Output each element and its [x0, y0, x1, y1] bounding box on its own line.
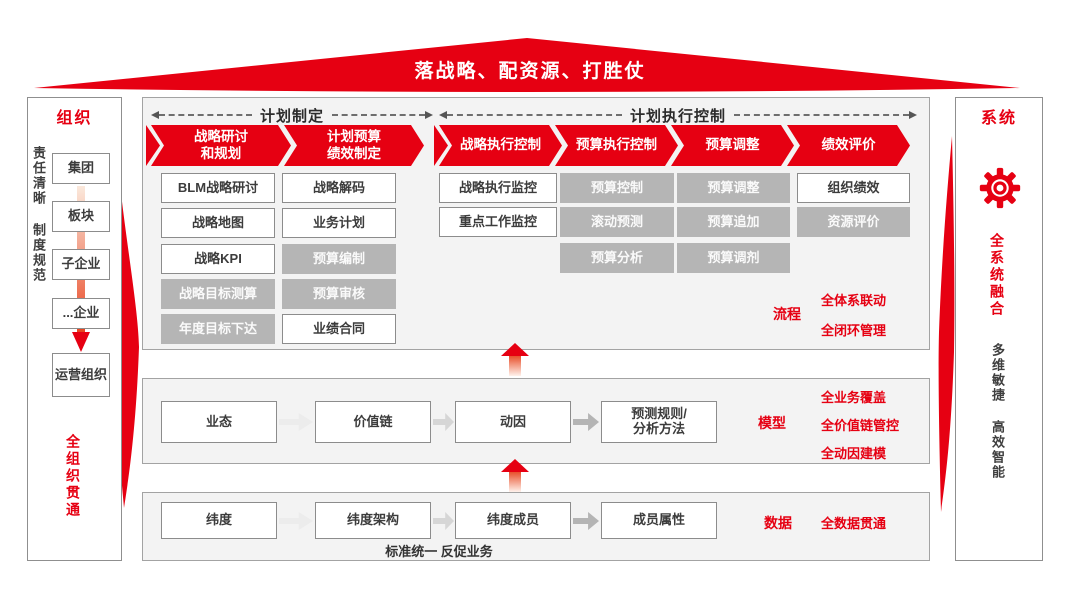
flow-arrow-icon: [573, 413, 599, 431]
plan-section-title: 计划制定: [260, 107, 325, 125]
process-item: 重点工作监控: [439, 207, 557, 237]
org-level-box: 子企业: [52, 249, 110, 280]
up-arrow-icon: [501, 459, 529, 492]
process-item: 预算编制: [282, 244, 396, 274]
process-tag-label: 流程: [773, 306, 801, 322]
process-band: 计划制定 计划执行控制 战略研讨 和规划 计划预算 绩效制定 战略执行控制 预算…: [142, 97, 930, 350]
dashed-line: [159, 114, 252, 116]
exec-section-title: 计划执行控制: [630, 107, 727, 125]
roof-banner-shape: [34, 38, 1020, 92]
flow-arrow-icon: [573, 512, 599, 530]
dashed-arrow-right-icon: [909, 111, 918, 119]
data-box: 纬度: [161, 502, 277, 539]
data-box: 纬度架构: [315, 502, 431, 539]
data-note: 全数据贯通: [821, 516, 887, 531]
model-box: 业态: [161, 401, 277, 443]
model-band: 业态 价值链 动因 预测规则/ 分析方法 模型 全业务覆盖 全价值链管控 全动因…: [142, 378, 930, 464]
sys-slogan: 全系统融合: [989, 233, 1005, 318]
data-caption: 标准统一 反促业务: [385, 544, 493, 559]
banner-title: 落战略、配资源、打胜仗: [414, 61, 646, 82]
flow-arrow-icon: [433, 413, 454, 431]
dashed-line: [734, 114, 910, 116]
process-item: 资源评价: [797, 207, 910, 237]
stage-chevron: 绩效评价: [787, 125, 910, 166]
process-item: 预算调剂: [677, 243, 790, 273]
dashed-arrow-right-icon: [425, 111, 434, 119]
flow-arrow-icon: [279, 512, 313, 530]
org-level-box: ...企业: [52, 298, 110, 329]
sys-panel: 系统 全系统融合 多维敏捷 高效智能: [955, 97, 1043, 561]
model-note: 全价值链管控: [821, 418, 900, 433]
exec-section-header: 计划执行控制: [439, 106, 918, 125]
process-item: 预算审核: [282, 279, 396, 309]
dashed-arrow-left-icon: [439, 111, 447, 119]
process-item: 预算分析: [560, 243, 674, 273]
org-panel-title: 组织: [56, 110, 93, 127]
stage-chevron: 预算调整: [671, 125, 794, 166]
process-note: 全闭环管理: [821, 323, 887, 338]
process-item: BLM战略研讨: [161, 173, 275, 203]
up-arrow-icon: [501, 343, 529, 376]
process-item: 组织绩效: [797, 173, 910, 203]
process-item: 业绩合同: [282, 314, 396, 344]
process-item: 战略KPI: [161, 244, 275, 274]
process-item: 战略目标测算: [161, 279, 275, 309]
process-item: 战略执行监控: [439, 173, 557, 203]
process-item: 战略地图: [161, 208, 275, 238]
process-item: 年度目标下达: [161, 314, 275, 344]
org-level-box: 运营组织: [52, 353, 110, 397]
flow-arrow-icon: [279, 413, 313, 431]
org-level-box: 板块: [52, 201, 110, 232]
process-item: 业务计划: [282, 208, 396, 238]
process-item: 预算控制: [560, 173, 674, 203]
stage-chevron: 预算执行控制: [555, 125, 678, 166]
dashed-line: [332, 114, 426, 116]
sys-note: 多维敏捷 高效智能: [990, 343, 1005, 480]
model-tag-label: 模型: [758, 415, 786, 431]
right-swoosh-arrow-icon: [938, 136, 955, 512]
data-box: 成员属性: [601, 502, 717, 539]
dashed-arrow-left-icon: [151, 111, 159, 119]
stage-chevron: 战略执行控制: [439, 125, 562, 166]
process-item: 滚动预测: [560, 207, 674, 237]
plan-section-header: 计划制定: [151, 106, 434, 125]
org-panel: 组织 责任清晰 制度规范 集团 板块 子企业 ...企业 运营组织 全组织贯通: [27, 97, 122, 561]
data-band: 纬度 纬度架构 纬度成员 成员属性 数据 全数据贯通 标准统一 反促业务: [142, 492, 930, 561]
org-slogan: 全组织贯通: [65, 434, 81, 519]
stage-chevron: 战略研讨 和规划: [151, 125, 291, 166]
flow-arrow-icon: [433, 512, 454, 530]
data-box: 纬度成员: [455, 502, 571, 539]
process-item: 战略解码: [282, 173, 396, 203]
process-note: 全体系联动: [821, 293, 887, 308]
model-note: 全业务覆盖: [821, 390, 887, 405]
dashed-line: [447, 114, 622, 116]
org-level-box: 集团: [52, 153, 110, 184]
org-side-note: 责任清晰 制度规范: [31, 146, 46, 283]
model-box: 动因: [455, 401, 571, 443]
sys-panel-title: 系统: [980, 110, 1017, 127]
data-tag-label: 数据: [764, 515, 792, 531]
model-box: 价值链: [315, 401, 431, 443]
stage-chevron: 计划预算 绩效制定: [284, 125, 424, 166]
process-item: 预算追加: [677, 207, 790, 237]
process-item: 预算调整: [677, 173, 790, 203]
model-box: 预测规则/ 分析方法: [601, 401, 717, 443]
gear-icon: [979, 167, 1021, 209]
model-note: 全动因建模: [821, 446, 887, 461]
